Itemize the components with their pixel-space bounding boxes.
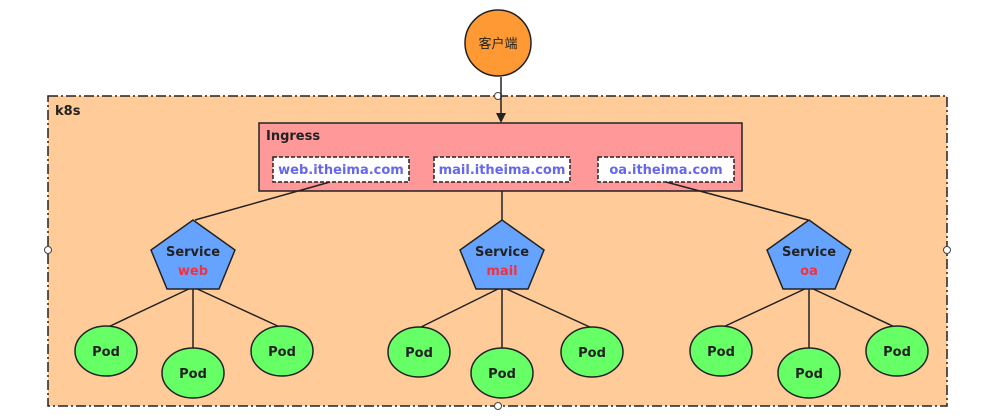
pod-label: Pod xyxy=(488,367,516,382)
host-label: mail.itheima.com xyxy=(439,163,566,178)
k8s-cluster-label: k8s xyxy=(55,104,81,119)
resize-handle-bottom[interactable] xyxy=(494,402,502,410)
pod-label: Pod xyxy=(578,346,606,361)
host-box xyxy=(433,156,571,183)
service-name: oa xyxy=(800,264,818,279)
service-oa-pod-links xyxy=(720,286,898,349)
pod-oa-1[interactable]: Pod xyxy=(689,325,753,377)
pod-ellipse xyxy=(470,347,534,399)
pod-ellipse xyxy=(161,347,225,399)
host-to-service-oa-line xyxy=(665,181,809,221)
service-mail[interactable]: Service mail xyxy=(459,219,545,290)
service-title: Service xyxy=(782,245,836,260)
pod-label: Pod xyxy=(405,346,433,361)
service-title: Service xyxy=(475,245,529,260)
service-pentagon xyxy=(459,219,545,290)
pod-ellipse xyxy=(689,325,753,377)
ingress-host-oa[interactable]: oa.itheima.com xyxy=(597,156,735,183)
host-box xyxy=(597,156,735,183)
service-name: mail xyxy=(486,264,517,279)
service-name: web xyxy=(178,264,208,279)
host-to-service-web-line xyxy=(194,181,331,221)
pod-mail-3[interactable]: Pod xyxy=(560,326,624,378)
pod-ellipse xyxy=(387,326,451,378)
pod-ellipse xyxy=(865,325,929,377)
pod-oa-3[interactable]: Pod xyxy=(865,325,929,377)
host-label: web.itheima.com xyxy=(278,163,404,178)
service-pentagon xyxy=(766,219,852,290)
ingress-host-web[interactable]: web.itheima.com xyxy=(272,156,410,183)
service-web[interactable]: Service web xyxy=(150,219,236,290)
client-node[interactable] xyxy=(464,9,532,77)
ingress-label: Ingress xyxy=(266,129,320,144)
pod-ellipse xyxy=(560,326,624,378)
client-label: 客户端 xyxy=(478,36,517,52)
pod-ellipse xyxy=(777,347,841,399)
service-oa[interactable]: Service oa xyxy=(766,219,852,290)
service-pentagon xyxy=(150,219,236,290)
host-label: oa.itheima.com xyxy=(609,163,722,178)
pod-ellipse xyxy=(74,325,138,377)
pod-label: Pod xyxy=(268,345,296,360)
pod-label: Pod xyxy=(795,367,823,382)
pod-oa-2[interactable]: Pod xyxy=(777,347,841,399)
resize-handle-left[interactable] xyxy=(44,246,52,254)
pod-web-2[interactable]: Pod xyxy=(161,347,225,399)
pod-web-1[interactable]: Pod xyxy=(74,325,138,377)
pod-mail-2[interactable]: Pod xyxy=(470,347,534,399)
service-mail-pod-links xyxy=(418,286,593,349)
host-box xyxy=(272,156,410,183)
pod-mail-1[interactable]: Pod xyxy=(387,326,451,378)
service-title: Service xyxy=(166,245,220,260)
pod-label: Pod xyxy=(179,367,207,382)
ingress-host-mail[interactable]: mail.itheima.com xyxy=(433,156,571,183)
pod-label: Pod xyxy=(707,345,735,360)
resize-handle-right[interactable] xyxy=(943,246,951,254)
pod-web-3[interactable]: Pod xyxy=(250,325,314,377)
pod-label: Pod xyxy=(92,345,120,360)
service-web-pod-links xyxy=(105,286,283,349)
pod-ellipse xyxy=(250,325,314,377)
pod-label: Pod xyxy=(883,345,911,360)
